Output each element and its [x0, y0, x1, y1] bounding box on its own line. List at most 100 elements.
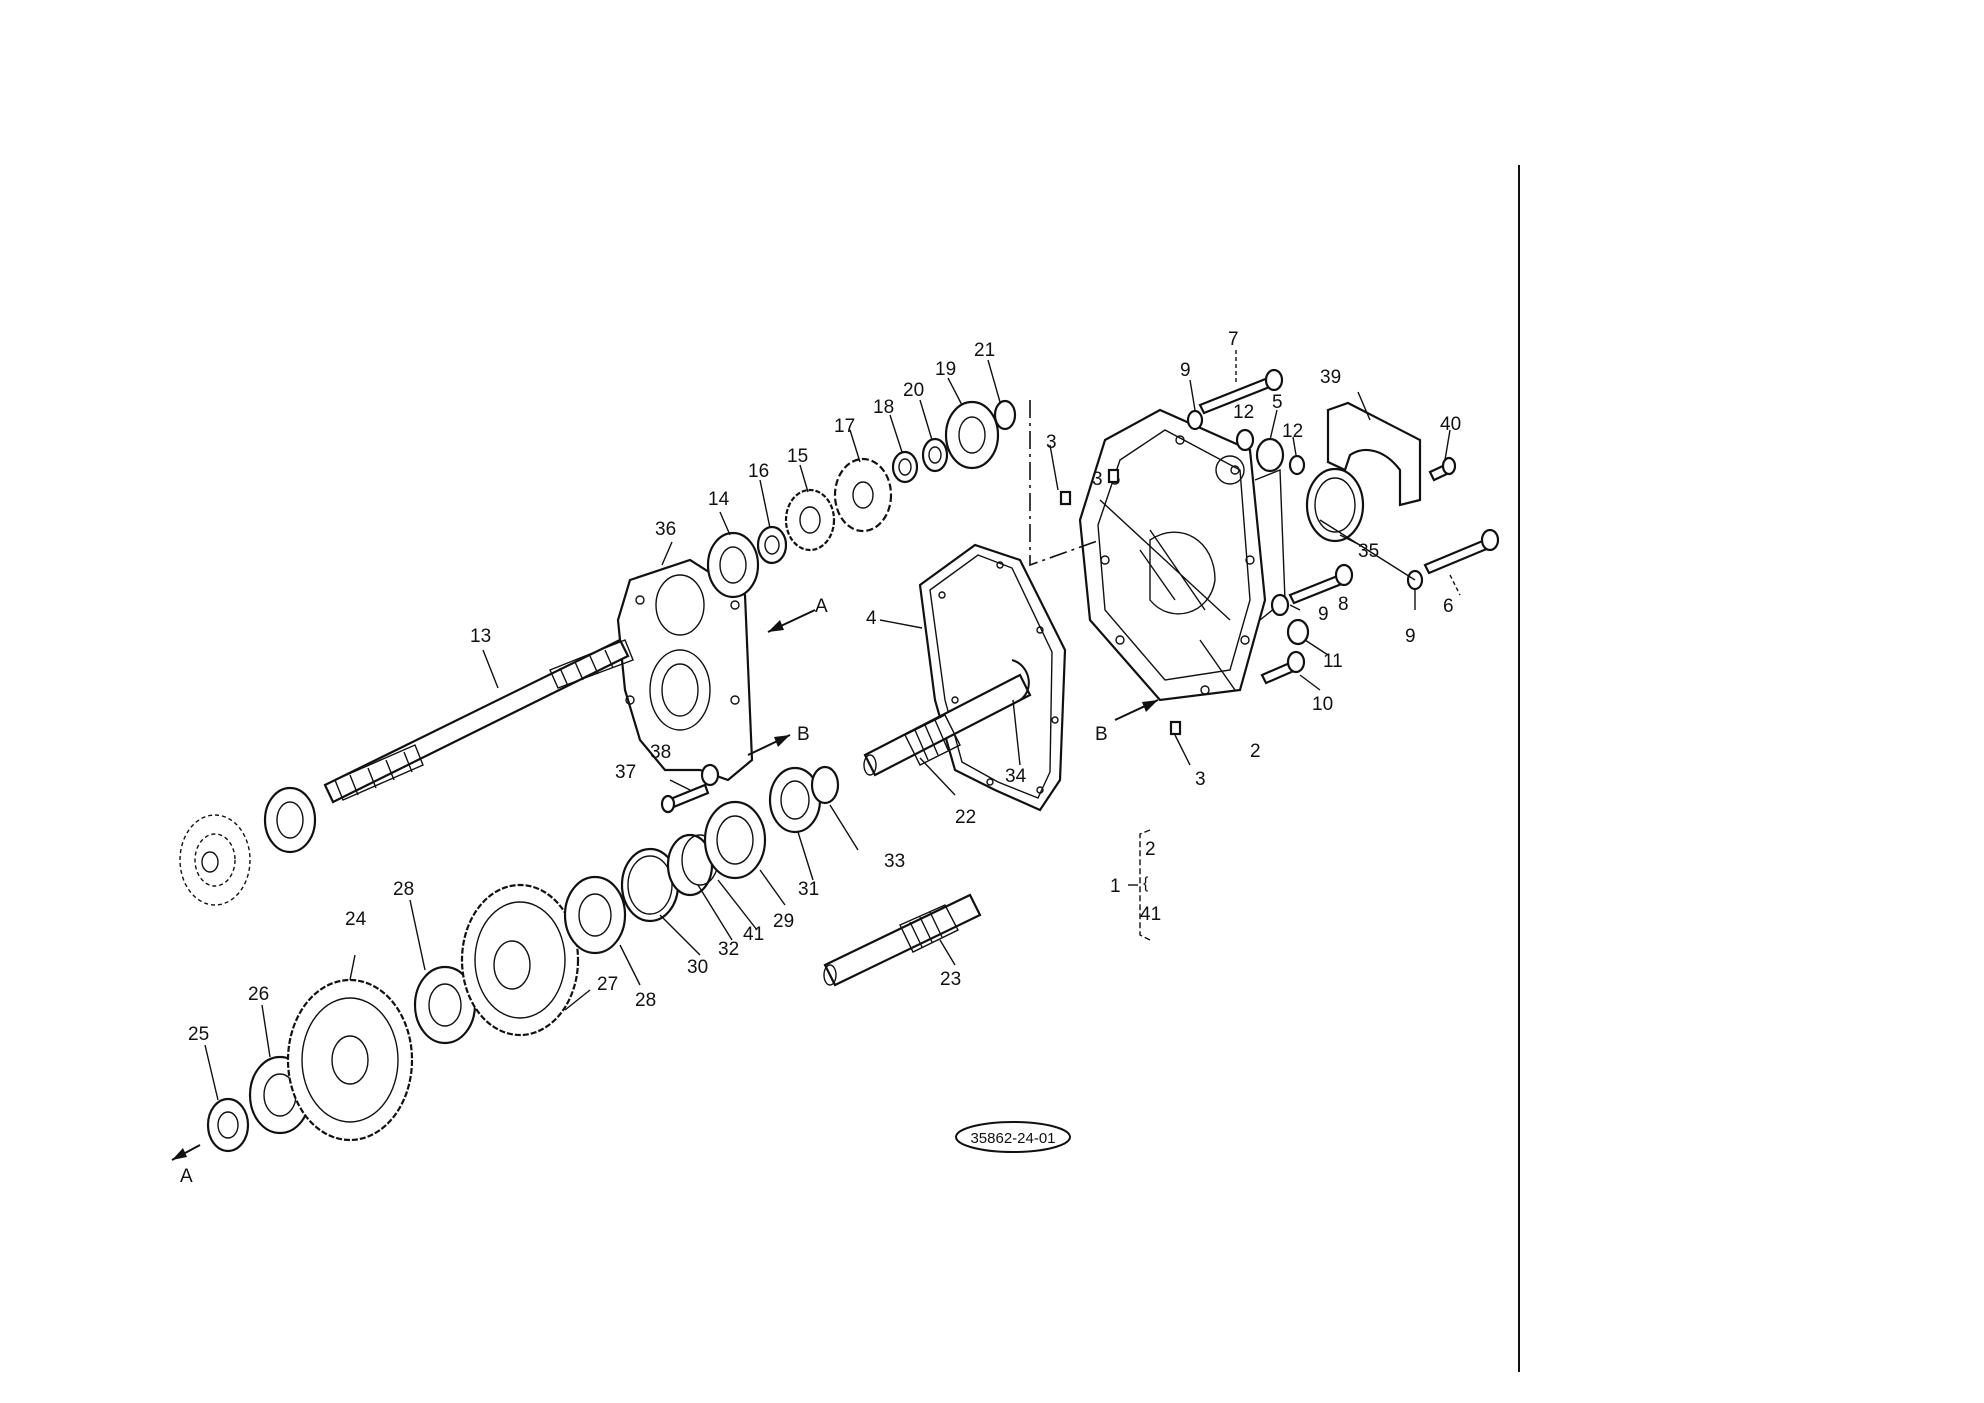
- bracket-part-39: [1326, 401, 1422, 507]
- label-33: 33: [884, 851, 905, 872]
- bolt-part-6: [1423, 528, 1500, 575]
- label-11: 11: [1323, 651, 1343, 672]
- label-4: 4: [866, 608, 877, 629]
- washer-part-18: [891, 450, 919, 484]
- label-27: 27: [597, 974, 618, 995]
- label-3-bottom: 3: [1195, 769, 1206, 790]
- label-12-right: 12: [1282, 421, 1303, 442]
- drawing-number: 35862-24-01: [970, 1130, 1055, 1147]
- label-arrow-A-upper: A: [815, 596, 828, 617]
- label-group-1: 1: [1110, 876, 1121, 897]
- label-30: 30: [687, 957, 708, 978]
- bearing-part-14: [706, 531, 760, 599]
- arrow-A-lower: [171, 1144, 201, 1161]
- snap-ring-part-21: [993, 399, 1017, 431]
- label-24: 24: [345, 909, 367, 930]
- label-9-mid: 9: [1318, 604, 1329, 625]
- nut-part-12-left: [1235, 428, 1255, 452]
- gear-part-15: [784, 488, 836, 552]
- label-6: 6: [1443, 596, 1454, 617]
- washer-part-9-mid: [1270, 593, 1290, 617]
- bolt-part-8: [1288, 563, 1354, 605]
- label-arrow-A-lower: A: [180, 1166, 193, 1187]
- label-40: 40: [1440, 414, 1461, 435]
- label-group-41: 41: [1140, 904, 1161, 925]
- shaft-part-22: [863, 673, 1032, 777]
- pin-part-3-bottom: [1169, 720, 1182, 736]
- label-7: 7: [1228, 329, 1239, 350]
- label-39: 39: [1320, 367, 1341, 388]
- leader-lines: [204, 350, 1461, 1101]
- housing-part-2: [1078, 408, 1286, 702]
- part-labels: 13 36 14 16 15 17 18 20 19 21 3 3 4 A B …: [180, 329, 1461, 1187]
- label-16: 16: [748, 461, 769, 482]
- collar-part-20: [921, 437, 949, 473]
- label-3-upper: 3: [1092, 469, 1103, 490]
- shaft-part-23: [823, 893, 982, 987]
- washer-part-9-top: [1186, 409, 1204, 431]
- bearing-shaft13-left: [263, 786, 317, 854]
- drawing-number-badge: 35862-24-01: [955, 1121, 1071, 1153]
- label-10: 10: [1312, 694, 1333, 715]
- bearing-part-29: [703, 800, 767, 880]
- label-26: 26: [248, 984, 269, 1005]
- label-3-top: 3: [1046, 432, 1057, 453]
- label-28-left: 28: [393, 879, 414, 900]
- label-37: 37: [615, 762, 636, 783]
- nut-part-12-right: [1288, 454, 1306, 476]
- label-2-housing: 2: [1250, 741, 1261, 762]
- gasket-part-4: [918, 543, 1067, 812]
- bearing-part-19: [944, 400, 1000, 470]
- label-group-2: 2: [1145, 839, 1156, 860]
- label-20: 20: [903, 380, 924, 401]
- label-13: 13: [470, 626, 491, 647]
- label-29: 29: [773, 911, 794, 932]
- label-arrow-B-housing: B: [1095, 724, 1108, 745]
- bearing-part-25: [206, 1097, 250, 1153]
- bearing-part-28-right: [563, 875, 627, 955]
- gear-part-27: [460, 883, 580, 1037]
- label-36: 36: [655, 519, 676, 540]
- arrow-B-housing: [1114, 699, 1159, 721]
- cap-part-5: [1255, 437, 1285, 473]
- oil-seal-part-35: [1305, 467, 1365, 543]
- assembly-centerline: [1029, 400, 1101, 567]
- label-18: 18: [873, 397, 894, 418]
- nut-part-38: [700, 763, 720, 787]
- label-group-tilde: {: [1143, 875, 1149, 892]
- snap-ring-part-33: [810, 765, 840, 805]
- label-22: 22: [955, 807, 976, 828]
- label-8: 8: [1338, 594, 1349, 615]
- bolt-part-10: [1260, 650, 1306, 685]
- collar-part-16: [756, 525, 788, 565]
- label-25: 25: [188, 1024, 209, 1045]
- arrow-A-upper: [767, 609, 816, 633]
- gear-part-17: [833, 457, 893, 533]
- label-38: 38: [650, 742, 671, 763]
- gear-shaft13-left: [179, 814, 251, 906]
- label-19: 19: [935, 359, 956, 380]
- label-arrow-B-upper: B: [797, 724, 810, 745]
- arrow-B-upper: [747, 734, 791, 756]
- pin-part-3-upper: [1107, 468, 1120, 484]
- label-28-right: 28: [635, 990, 656, 1011]
- label-9-top: 9: [1180, 360, 1191, 381]
- plug-part-11: [1286, 618, 1310, 646]
- label-12-left: 12: [1233, 402, 1254, 423]
- label-41-lower: 41: [743, 924, 764, 945]
- bearing-part-31: [768, 766, 822, 834]
- bolt-part-37: [660, 783, 710, 814]
- pin-part-3-top: [1059, 490, 1072, 506]
- bolt-part-7: [1198, 368, 1284, 415]
- snap-ring-part-34: [1011, 659, 1030, 701]
- label-17: 17: [834, 416, 855, 437]
- label-35: 35: [1358, 541, 1379, 562]
- label-14: 14: [708, 489, 730, 510]
- label-21: 21: [974, 340, 995, 361]
- label-23: 23: [940, 969, 961, 990]
- label-5: 5: [1272, 392, 1283, 413]
- label-31: 31: [798, 879, 819, 900]
- label-32: 32: [718, 939, 739, 960]
- gear-part-24: [286, 978, 414, 1142]
